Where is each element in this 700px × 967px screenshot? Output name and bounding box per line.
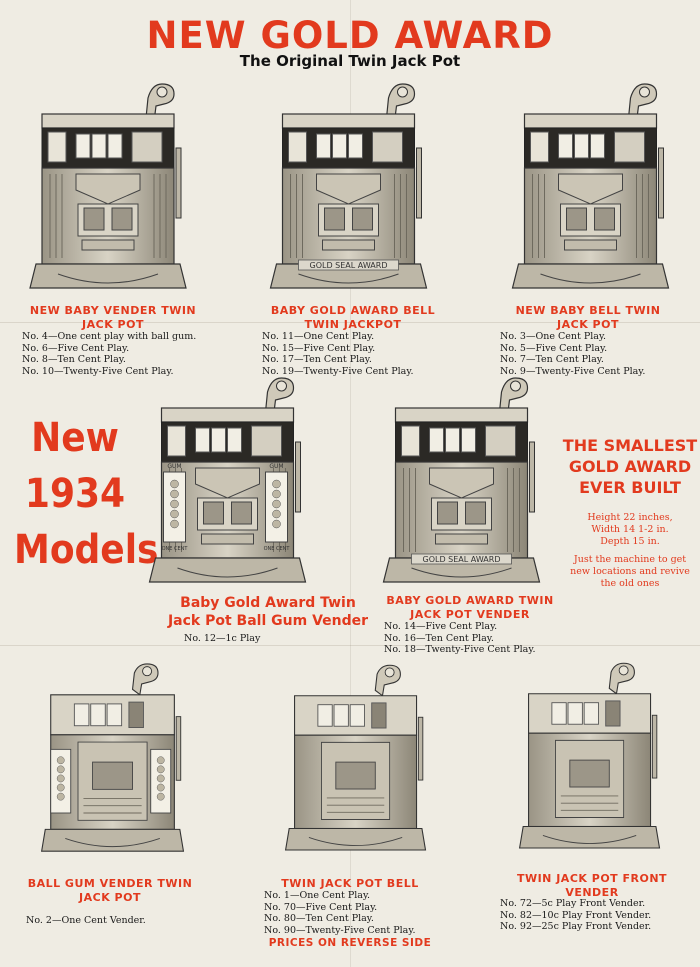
gum-label-left: GUM [167,463,181,470]
one-cent-label-left: ONE CENT [162,546,189,552]
award-plate-text: GOLD SEAL AWARD [310,261,388,270]
machine-plays-0: No. 4—One cent play with ball gum.No. 6—… [22,331,197,377]
machine-image-baby-bell [508,78,678,300]
award-plate-text: GOLD SEAL AWARD [423,555,501,564]
gum-label-right: GUM [269,463,283,470]
machine-image-twin-jack-pot-bell [282,654,430,872]
page-title: NEW GOLD AWARD [146,14,554,57]
footer-note: PRICES ON REVERSE SIDE [268,937,432,949]
machine-plays-1: No. 11—One Cent Play.No. 15—Five Cent Pl… [262,331,414,377]
machine-image-ball-gum-vender [38,654,188,872]
machine-plays-3: No. 12—1c Play [184,633,261,644]
machine-image-baby-gold-award-vender: GOLD SEAL AWARD [380,372,548,594]
machine-image-baby-vender [28,78,193,300]
machine-image-baby-gold-bell: GOLD SEAL AWARD [266,78,436,300]
machine-image-ball-gum-vender-baby: GUM GUM ONE CENT ONE CENT [146,372,314,594]
page-subtitle: The Original Twin Jack Pot [239,52,461,70]
one-cent-label-right: ONE CENT [264,546,291,552]
machine-name-6: TWIN JACK POT BELL [281,877,419,890]
dimensions-text: Height 22 inches,Width 14 1-2 in.Depth 1… [587,512,673,547]
machine-image-front-vender [516,650,664,872]
machine-plays-6: No. 1—One Cent Play.No. 70—Five Cent Pla… [264,890,416,936]
paper-fold [0,322,700,323]
machine-plays-5: No. 2—One Cent Vender. [26,915,146,926]
paper-fold [0,645,700,646]
paper-fold [350,0,351,967]
machine-plays-4: No. 14—Five Cent Play.No. 16—Ten Cent Pl… [384,621,536,655]
machine-plays-2: No. 3—One Cent Play.No. 5—Five Cent Play… [500,331,646,377]
machine-plays-7: No. 72—5c Play Front Vender.No. 82—10c P… [500,898,652,932]
